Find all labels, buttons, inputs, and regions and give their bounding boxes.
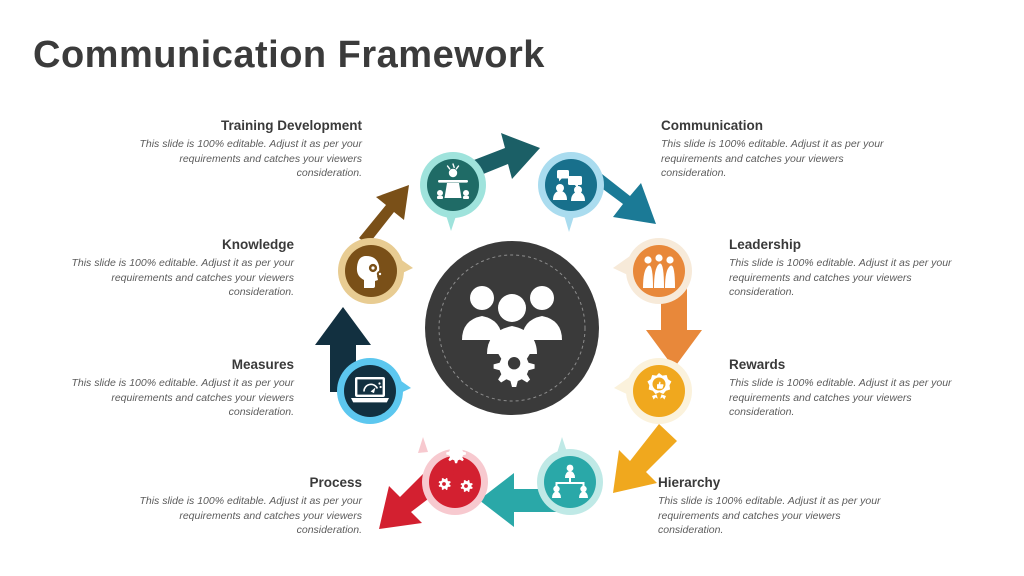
node-communication[interactable] <box>538 152 604 232</box>
node-leadership[interactable] <box>613 238 692 304</box>
label-title-communication: Communication <box>661 118 764 133</box>
label-title-leadership: Leadership <box>729 237 802 252</box>
label-body-training-development: This slide is 100% editable. Adjust it a… <box>139 138 362 180</box>
label-body-knowledge: This slide is 100% editable. Adjust it a… <box>71 257 294 299</box>
label-process: Process This slide is 100% editable. Adj… <box>112 475 362 538</box>
label-leadership: Leadership This slide is 100% editable. … <box>729 237 979 300</box>
label-title-measures: Measures <box>231 357 294 372</box>
label-measures: Measures This slide is 100% editable. Ad… <box>44 357 294 420</box>
people-chat-icon <box>553 170 585 201</box>
label-hierarchy: Hierarchy This slide is 100% editable. A… <box>658 475 908 538</box>
org-chart-icon <box>552 464 588 498</box>
label-body-rewards: This slide is 100% editable. Adjust it a… <box>729 377 952 419</box>
arrow-measures-to-knowledge <box>315 307 371 392</box>
label-communication: Communication This slide is 100% editabl… <box>661 118 911 181</box>
label-body-measures: This slide is 100% editable. Adjust it a… <box>71 377 294 419</box>
label-body-process: This slide is 100% editable. Adjust it a… <box>139 495 362 537</box>
arrow-knowledge-to-training <box>359 185 409 245</box>
head-gears-icon <box>356 256 384 288</box>
arrow-hierarchy-to-process <box>479 473 560 527</box>
node-hierarchy[interactable] <box>537 437 603 515</box>
label-title-knowledge: Knowledge <box>221 237 294 252</box>
label-title-training-development: Training Development <box>220 118 362 133</box>
label-body-communication: This slide is 100% editable. Adjust it a… <box>661 138 884 180</box>
label-body-leadership: This slide is 100% editable. Adjust it a… <box>729 257 952 299</box>
node-training-development[interactable] <box>420 152 486 231</box>
center-hub-dashed-ring <box>438 254 586 402</box>
label-title-process: Process <box>309 475 362 490</box>
arrow-rewards-to-hierarchy <box>613 424 677 493</box>
node-knowledge[interactable] <box>338 238 413 304</box>
laptop-gauge-icon <box>351 377 389 403</box>
team-group-icon <box>643 254 675 288</box>
label-knowledge: Knowledge This slide is 100% editable. A… <box>44 237 294 300</box>
presenter-podium-icon <box>437 163 469 199</box>
arrow-leadership-to-rewards <box>646 288 702 368</box>
node-core-process <box>429 456 481 508</box>
page-title: Communication Framework <box>33 34 545 76</box>
label-title-rewards: Rewards <box>729 357 786 372</box>
node-rewards[interactable] <box>614 358 692 424</box>
gears-icon <box>438 443 473 493</box>
node-measures[interactable] <box>337 358 411 424</box>
center-hub[interactable] <box>425 241 599 415</box>
label-rewards: Rewards This slide is 100% editable. Adj… <box>729 357 979 420</box>
label-title-hierarchy: Hierarchy <box>658 475 721 490</box>
label-training-development: Training Development This slide is 100% … <box>112 118 362 181</box>
people-gear-icon <box>462 286 562 387</box>
label-body-hierarchy: This slide is 100% editable. Adjust it a… <box>658 495 881 537</box>
node-process[interactable] <box>418 437 488 515</box>
award-medal-icon <box>647 373 672 400</box>
